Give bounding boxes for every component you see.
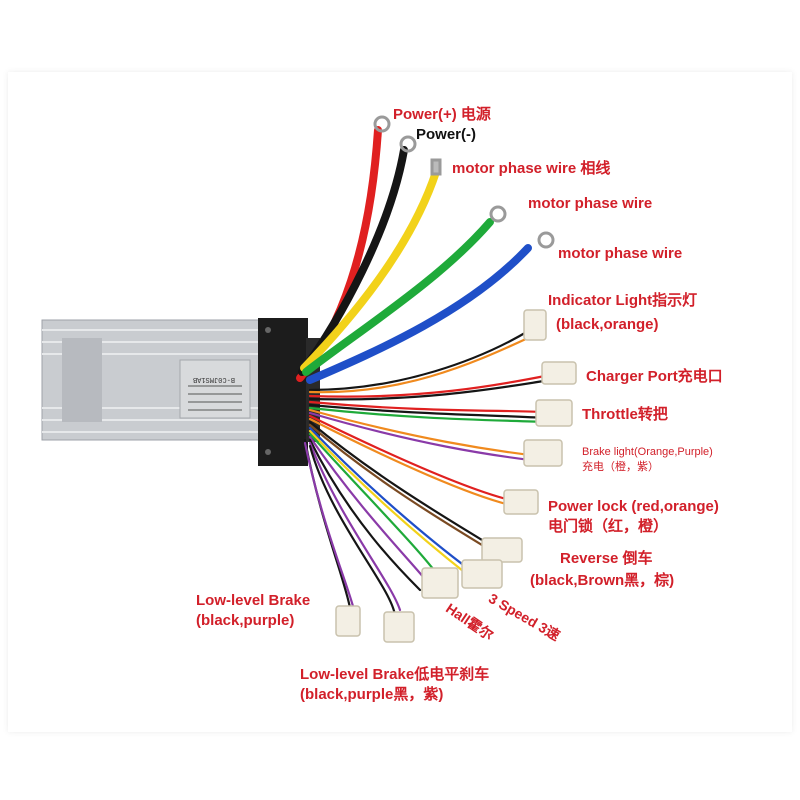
connectors — [335, 309, 577, 643]
signal-wires — [303, 328, 552, 617]
label-motor-phase-3: motor phase wire — [558, 245, 683, 262]
brake-light-connector — [523, 439, 563, 467]
label-low-brake-bottom-colors: (black,purple黑，紫) — [300, 686, 444, 703]
power-lock-connector — [503, 489, 539, 515]
main-wires — [296, 126, 532, 384]
label-low-brake-left-colors: (black,purple) — [196, 612, 295, 629]
charger-connector — [541, 361, 577, 385]
label-reverse-colors: (black,Brown黑，棕) — [530, 572, 675, 589]
indicator-connector — [523, 309, 547, 341]
label-power-lock: Power lock (red,orange) — [548, 498, 719, 515]
label-throttle: Throttle转把 — [582, 406, 668, 423]
label-indicator-light-colors: (black,orange) — [556, 316, 659, 333]
speed3-connector — [461, 559, 503, 589]
throttle-connector — [535, 399, 573, 427]
label-reverse: Reverse 倒车 — [560, 550, 653, 567]
label-low-brake-left: Low-level Brake — [196, 592, 311, 609]
controller-body: B-C0JMS1AB — [41, 318, 320, 466]
label-charger-port: Charger Port充电口 — [586, 368, 723, 385]
label-motor-phase-2: motor phase wire — [528, 195, 653, 212]
label-power-minus: Power(-) — [416, 126, 476, 143]
ring-terminals — [373, 115, 555, 249]
label-brake-light-colors: 充电（橙，紫） — [582, 461, 659, 473]
label-indicator-light: Indicator Light指示灯 — [548, 292, 698, 309]
label-brake-light: Brake light(Orange,Purple) — [582, 446, 713, 458]
low-brake-bottom-connector — [383, 611, 415, 643]
label-motor-phase-1: motor phase wire 相线 — [452, 160, 611, 177]
low-brake-left-connector — [335, 605, 361, 637]
controller-plate-text: B-C0JMS1AB — [193, 375, 235, 383]
label-low-brake-bottom: Low-level Brake低电平刹车 — [300, 666, 490, 683]
reverse-connector — [481, 537, 523, 563]
label-power-plus: Power(+) 电源 — [393, 106, 491, 123]
label-power-lock-colors: 电门锁（红，橙） — [548, 518, 669, 535]
hall-connector — [421, 567, 459, 599]
